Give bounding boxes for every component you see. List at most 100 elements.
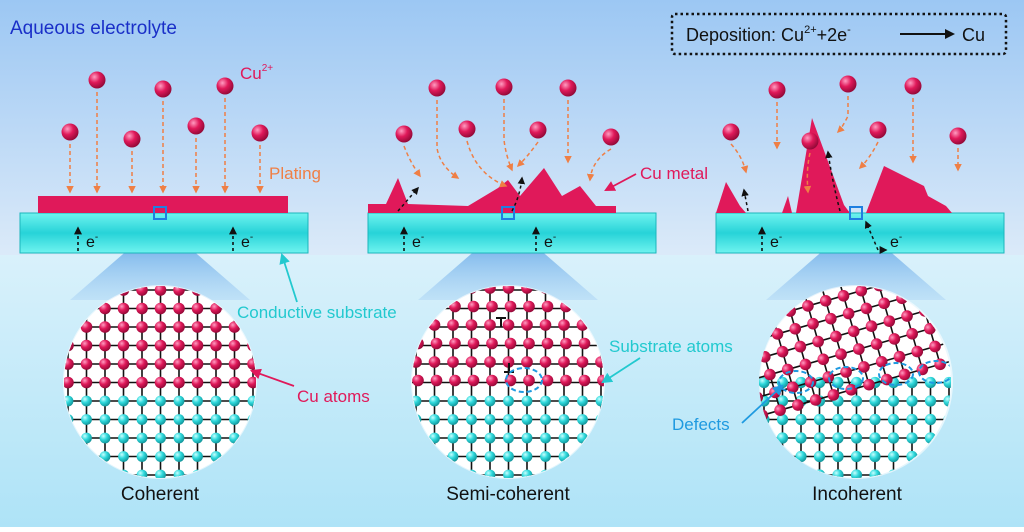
substrate-atom: [81, 414, 92, 425]
cu-atom: [99, 358, 111, 370]
equation-product: Cu: [962, 25, 985, 45]
cu-metal-pointer: [604, 173, 637, 192]
substrate-atom: [832, 432, 844, 444]
substrate-atom: [813, 413, 826, 426]
substrate-atom: [466, 432, 477, 444]
cu-atom: [883, 315, 896, 327]
cu-atom: [799, 358, 812, 371]
cu-atom: [578, 337, 591, 350]
cu-atom: [486, 300, 498, 313]
lattice-line: [788, 286, 834, 395]
cu-atom: [502, 319, 515, 331]
substrate-atom: [850, 450, 863, 463]
substrate-atom: [155, 469, 166, 478]
substrate-atom: [521, 395, 533, 407]
cu-atom: [228, 376, 241, 389]
substrate-atom: [118, 432, 129, 444]
substrate-atom: [99, 395, 111, 407]
cu-atom: [117, 358, 130, 370]
cu-atom: [794, 340, 807, 353]
cu-atom: [154, 286, 167, 296]
electron-left-label: e-: [412, 232, 424, 251]
cu-atom: [484, 286, 496, 294]
cu-atom: [539, 356, 552, 368]
cu-atom: [558, 356, 570, 368]
cu-atom: [154, 339, 167, 352]
cu-atom: [906, 328, 918, 340]
panel-coherent: e-e-: [19, 71, 309, 479]
cu-atom: [875, 355, 888, 368]
cu-atom: [835, 348, 847, 361]
cu-atom: [173, 358, 185, 370]
cu-atom: [893, 350, 906, 363]
substrate-atom: [503, 414, 514, 425]
defects-label: Defects: [672, 415, 730, 434]
electron-left-label: e-: [770, 232, 782, 251]
substrate-atom: [887, 413, 900, 426]
cu-ion: [722, 123, 740, 141]
substrate-atom: [192, 432, 203, 444]
cu-ion: [123, 130, 141, 148]
substrate-atom: [155, 414, 166, 425]
cu-ion: [428, 79, 446, 97]
substrate-atom: [118, 451, 129, 462]
substrate-atom: [192, 451, 203, 462]
cu-atom: [822, 371, 835, 383]
substrate-atom: [813, 432, 826, 444]
substrate-atom: [503, 469, 514, 478]
substrate-atom: [776, 432, 789, 444]
cu-atom: [842, 307, 855, 320]
cu-atom: [449, 337, 461, 350]
cu-atom: [504, 337, 517, 350]
cu-atom: [865, 320, 878, 333]
substrate-atom: [447, 432, 459, 444]
substrate-atom: [577, 414, 588, 425]
cu-atom: [465, 356, 478, 368]
cu-atom: [786, 381, 799, 394]
substrate-atom: [484, 414, 496, 425]
defect-marker: [828, 366, 864, 390]
substrate-atom: [943, 395, 951, 407]
cu-atom: [430, 374, 443, 387]
cu-atom: [845, 383, 858, 396]
substrate-atom: [540, 414, 551, 425]
cu-atom: [840, 366, 852, 378]
cu-atom: [521, 319, 533, 331]
cu-atom: [807, 317, 819, 330]
defect-marker: [778, 370, 814, 394]
electron-path: [864, 220, 879, 251]
cu-atoms-label: Cu atoms: [297, 387, 370, 406]
cu-atom: [154, 321, 167, 333]
substrate-atom: [887, 450, 900, 463]
cu-atom: [502, 356, 515, 368]
zoom-marker: [501, 206, 515, 220]
substrate-atom: [210, 414, 222, 425]
substrate-atom: [210, 432, 222, 444]
cu-atom: [776, 345, 789, 358]
lattice-line: [770, 286, 817, 400]
substrate-atom: [521, 414, 533, 425]
substrate-atom: [850, 395, 863, 407]
electron-path: [825, 150, 841, 212]
substrate-atom: [173, 395, 185, 407]
substrate-atom: [521, 451, 533, 462]
cu-atom: [154, 358, 167, 370]
substrate-atom: [869, 395, 881, 407]
substrate-atom: [795, 413, 807, 426]
electron-path: [397, 186, 419, 212]
substrate-atom: [466, 395, 477, 407]
cu-atom: [901, 310, 913, 322]
cu-atom: [228, 358, 241, 370]
panel-title-incoherent: Incoherent: [812, 484, 903, 505]
cu-ion: [251, 124, 269, 142]
substrate-atom: [503, 395, 514, 407]
substrate-atom: [869, 413, 881, 426]
cu-atom: [228, 339, 241, 352]
electrolyte-label: Aqueous electrolyte: [10, 18, 177, 39]
cu-ion: [559, 79, 577, 97]
cu-ion: [154, 80, 172, 98]
cu-atom: [764, 368, 776, 381]
cu-atom: [80, 321, 93, 333]
substrate-atoms-label: Substrate atoms: [609, 337, 733, 356]
